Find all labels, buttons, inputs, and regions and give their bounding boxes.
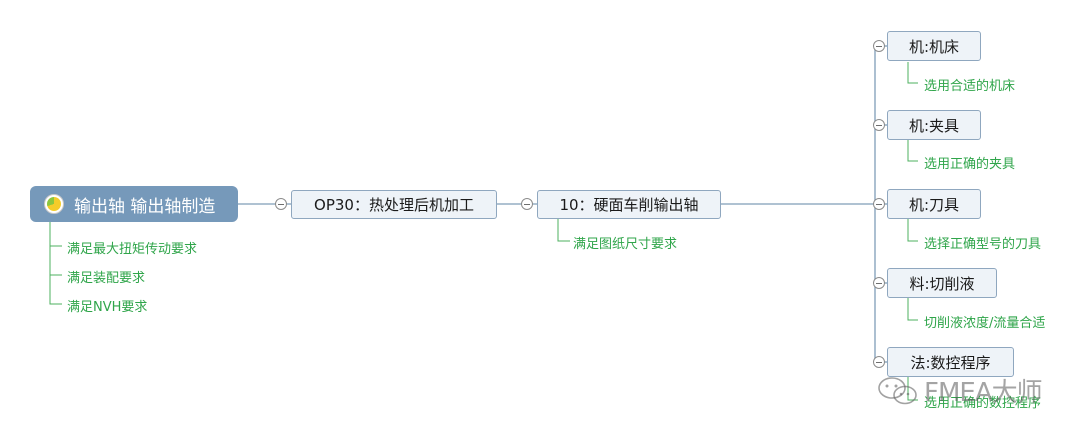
root-note-2: 满足装配要求	[67, 271, 146, 286]
branch-note: 选用正确的数控程序	[924, 396, 1042, 411]
root-note-3: 满足NVH要求	[67, 300, 148, 315]
collapse-toggle-op[interactable]	[275, 198, 287, 210]
branch-label: 法:数控程序	[910, 353, 991, 372]
op-topic[interactable]: OP30：热处理后机加工	[291, 190, 497, 219]
step-note: 满足图纸尺寸要求	[573, 237, 678, 252]
branch-coolant[interactable]: 料:切削液	[887, 268, 997, 298]
branch-fixture[interactable]: 机:夹具	[887, 110, 981, 140]
branch-label: 机:机床	[908, 37, 960, 56]
branch-label: 机:夹具	[908, 116, 960, 135]
progress-pie-icon	[44, 194, 64, 214]
branch-tool[interactable]: 机:刀具	[887, 189, 981, 219]
watermark: FMEA大师	[876, 372, 1043, 409]
step-topic[interactable]: 10：硬面车削输出轴	[537, 190, 721, 219]
branch-note: 切削液浓度/流量合适	[924, 316, 1046, 331]
branch-label: 料:切削液	[909, 274, 975, 293]
collapse-toggle-branch-coolant[interactable]	[873, 277, 885, 289]
branch-machine[interactable]: 机:机床	[887, 31, 981, 61]
branch-label: 机:刀具	[908, 195, 960, 214]
branch-program[interactable]: 法:数控程序	[887, 347, 1014, 377]
collapse-toggle-branch-tool[interactable]	[873, 198, 885, 210]
wechat-icon	[878, 376, 917, 404]
root-topic-label: 输出轴 输出轴制造	[74, 196, 216, 217]
root-topic[interactable]: 输出轴 输出轴制造	[30, 186, 238, 222]
collapse-toggle-branch-program[interactable]	[873, 356, 885, 368]
step-topic-label: 10：硬面车削输出轴	[559, 196, 699, 214]
collapse-toggle-branches[interactable]	[873, 40, 885, 52]
branch-note: 选用合适的机床	[924, 79, 1016, 94]
branch-note: 选择正确型号的刀具	[924, 237, 1042, 252]
op-topic-label: OP30：热处理后机加工	[314, 196, 474, 214]
watermark-text: FMEA大师	[924, 378, 1043, 408]
collapse-toggle-step[interactable]	[521, 198, 533, 210]
collapse-toggle-branch-fixture[interactable]	[873, 119, 885, 131]
root-note-1: 满足最大扭矩传动要求	[67, 242, 198, 257]
branch-note: 选用正确的夹具	[924, 157, 1016, 172]
